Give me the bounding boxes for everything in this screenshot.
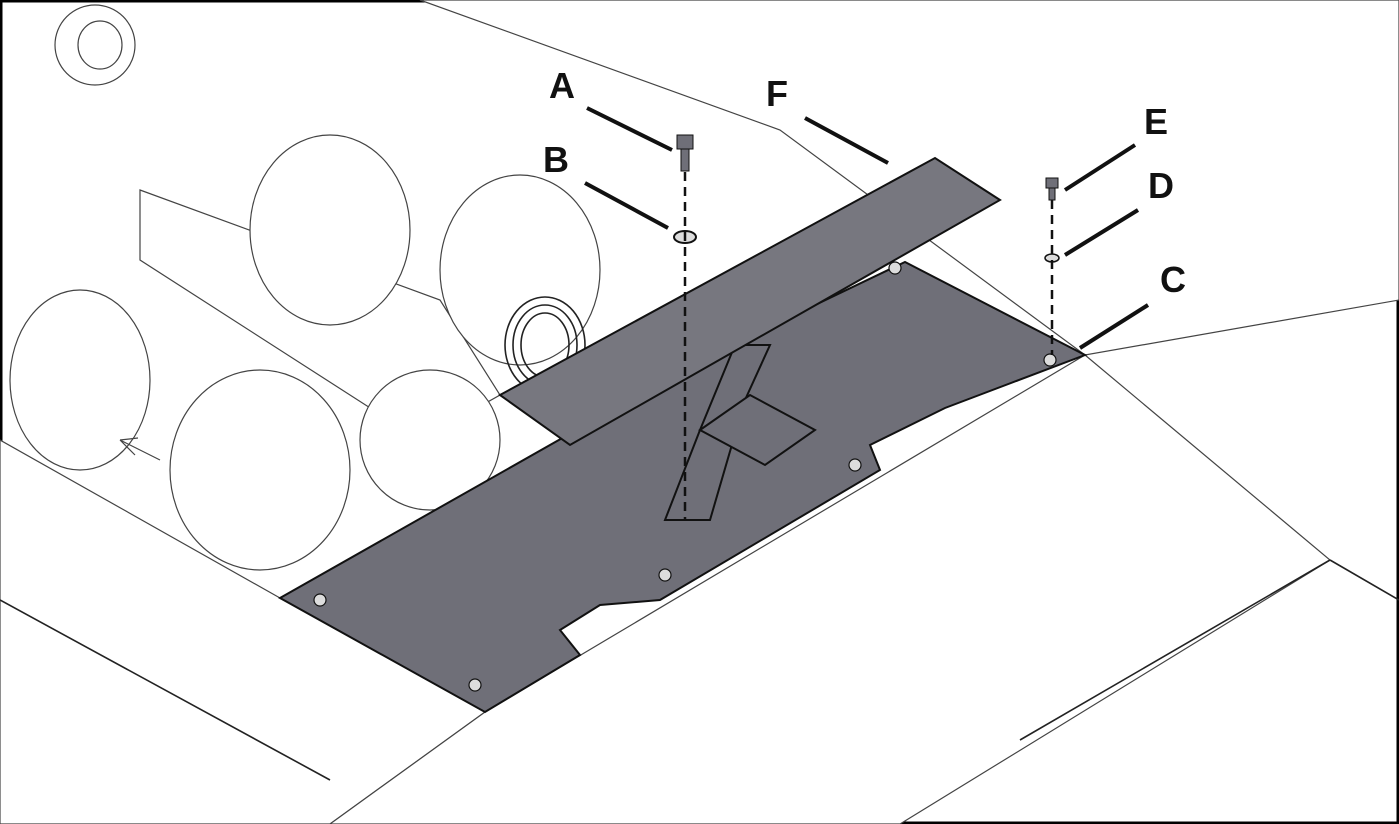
leader-d [1063, 208, 1140, 257]
leader-c [1078, 303, 1150, 350]
callout-b: B [543, 139, 569, 180]
callout-c: C [1160, 259, 1186, 300]
bracket-pad [698, 393, 817, 467]
leader-f [804, 116, 889, 165]
callout-e: E [1144, 101, 1168, 142]
flow-arrow-icon [119, 437, 161, 461]
base-plate-bolts [313, 261, 1057, 692]
bolt-a [676, 134, 694, 172]
bracket-plate [498, 156, 1002, 447]
callout-a: A [549, 65, 575, 106]
leader-b [584, 181, 669, 230]
leader-a [586, 106, 673, 152]
exhaust-components [9, 4, 816, 571]
callout-d: D [1148, 165, 1174, 206]
leader-e [1063, 143, 1137, 192]
callout-f: F [766, 73, 788, 114]
